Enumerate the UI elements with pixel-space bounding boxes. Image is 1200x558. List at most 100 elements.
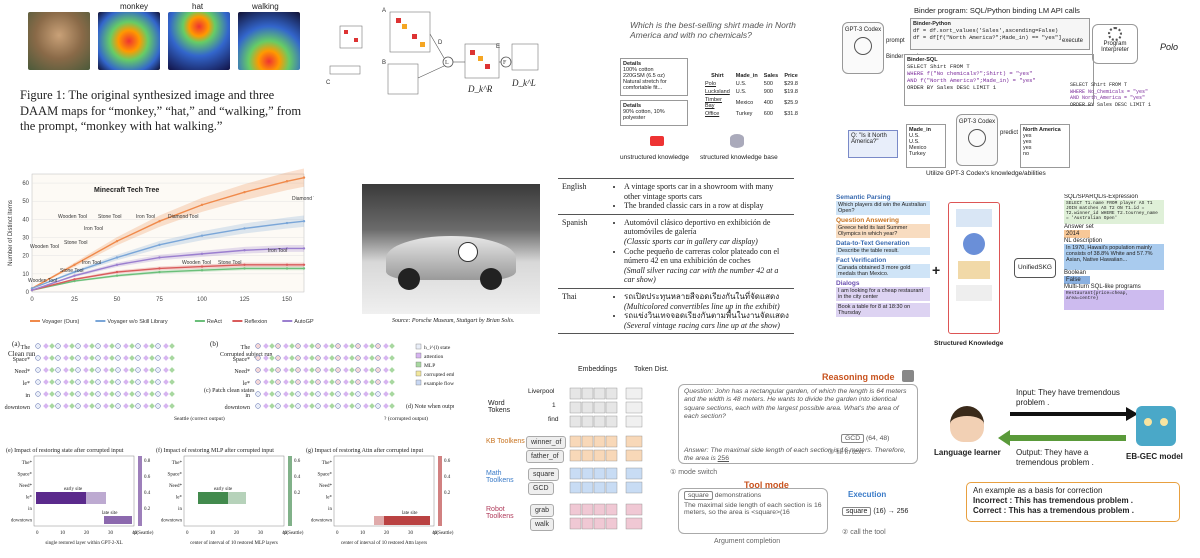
label-clean-run: Clean run	[8, 350, 36, 358]
data-point	[200, 252, 204, 256]
monkey-heatmap	[98, 12, 160, 70]
output-title: NL description	[1064, 238, 1103, 244]
data-point	[285, 180, 289, 183]
heatmap-frame	[183, 455, 285, 527]
gear-icon	[1108, 27, 1122, 41]
data-point	[115, 256, 119, 259]
mlp-node	[89, 343, 95, 349]
legend-label: Voyager (Ours)	[42, 319, 79, 325]
lang-thai: Thai	[562, 291, 577, 301]
data-point	[115, 239, 119, 243]
state-node	[335, 343, 341, 349]
task-fact: Fact Verification Canada obtained 3 more…	[836, 257, 930, 278]
x-tick-label: 100	[197, 297, 208, 303]
token-label: in	[245, 393, 250, 399]
attn-node	[283, 403, 289, 409]
attn-node	[283, 355, 289, 361]
state-node	[275, 379, 281, 385]
embedding-cell	[605, 387, 618, 400]
task-semantic-parsing: Semantic Parsing Which players did win t…	[836, 194, 930, 215]
table-row: Polo U.S. 500 $29.8	[702, 80, 800, 88]
answer-text: Answer: The maximal side length of each …	[684, 447, 914, 464]
structured-knowledge-box	[948, 202, 1000, 334]
token-dist-cell	[625, 481, 643, 494]
task-dialogs: Dialogs I am looking for a cheap restaur…	[836, 280, 930, 317]
attn-node	[63, 343, 69, 349]
attn-node	[383, 355, 389, 361]
cell: 900	[763, 89, 773, 95]
list-item: A vintage sports car in a showroom with …	[624, 182, 790, 201]
list-item: The branded classic cars in a row at dis…	[624, 201, 790, 211]
cell: U.S.	[735, 81, 747, 87]
text: Automóvil clásico deportivo en exhibició…	[624, 217, 771, 237]
colorbar-tick: 0.2	[294, 491, 301, 496]
series-line	[31, 267, 304, 291]
attn-node	[363, 403, 369, 409]
binder-panel: Binder program: SQL/Python binding LM AP…	[830, 2, 1200, 187]
annotation-label: Wooden Tool	[30, 244, 59, 250]
data-point	[243, 263, 246, 266]
unifiedskg-panel: Semantic Parsing Which players did win t…	[836, 194, 1166, 356]
embedding-cell	[581, 481, 594, 494]
heatmap-x-tick: 40	[432, 531, 438, 536]
state-node	[95, 355, 101, 361]
attn-node	[63, 391, 69, 397]
token-dist-cell	[625, 415, 643, 428]
attn-node	[363, 391, 369, 397]
tensor-output-l: D_k^L	[511, 78, 536, 88]
attn-node	[43, 343, 49, 349]
text: (Multicolored convertibles line up in th…	[624, 301, 780, 311]
gec-model-robot-icon	[1136, 406, 1176, 446]
state-node	[135, 391, 141, 397]
causal-tracing-svg: (a)Clean run(b)Corrupted subject run(c) …	[5, 340, 454, 546]
data-point	[302, 267, 306, 270]
mlp-node	[149, 403, 155, 409]
embedding-cell	[569, 449, 582, 462]
heatmap-row-label: The*	[322, 461, 333, 466]
label-patch: (c) Patch clean states	[204, 387, 255, 394]
attn-node	[103, 343, 109, 349]
state-node	[75, 403, 81, 409]
state-node	[275, 355, 281, 361]
text: (Small silver racing car with the number…	[624, 265, 779, 285]
output-text: SELECT T1.name FROM player AS T1 JOIN ma…	[1064, 200, 1164, 224]
mlp-node	[169, 391, 175, 397]
result-0: yes	[1023, 133, 1032, 139]
attn-node	[123, 379, 129, 385]
mlp-node	[349, 391, 355, 397]
mlp-node	[329, 391, 335, 397]
series-line	[31, 264, 304, 291]
series-line	[31, 220, 305, 290]
result-3: no	[1023, 151, 1030, 157]
made-in-1: U.S.	[909, 139, 920, 145]
x-tick-label: 0	[30, 297, 34, 303]
attn-node	[83, 343, 89, 349]
colorbar-tick: 0.2	[444, 491, 451, 496]
data-point	[243, 267, 246, 270]
series-line	[31, 176, 305, 289]
details-item-0: 100% cotton	[623, 67, 654, 73]
state-node	[35, 403, 41, 409]
state-node	[275, 367, 281, 373]
execute-label: execute	[1062, 38, 1084, 44]
attn-node	[143, 403, 149, 409]
state-node	[55, 355, 61, 361]
state-node	[315, 367, 321, 373]
example-intro: An example as a basis for correction	[973, 486, 1103, 495]
heatmap-x-tick: 20	[84, 531, 90, 536]
attn-node	[343, 379, 349, 385]
state-node	[375, 343, 381, 349]
mlp-node	[109, 379, 115, 385]
attn-node	[263, 367, 269, 373]
mlp-node	[329, 367, 335, 373]
attn-node	[303, 367, 309, 373]
attn-node	[343, 343, 349, 349]
heatmap-row-label: Need*	[19, 484, 33, 489]
legend-swatch	[415, 352, 422, 359]
state-node	[55, 367, 61, 373]
shirt-question: Which is the best-selling shirt made in …	[630, 20, 796, 41]
heatmap-xlabel: center of interval of 10 restored Attn l…	[341, 541, 427, 546]
ebgec-panel: Language learner Input: They have tremen…	[930, 386, 1200, 558]
attn-node	[303, 391, 309, 397]
mlp-node	[269, 403, 275, 409]
